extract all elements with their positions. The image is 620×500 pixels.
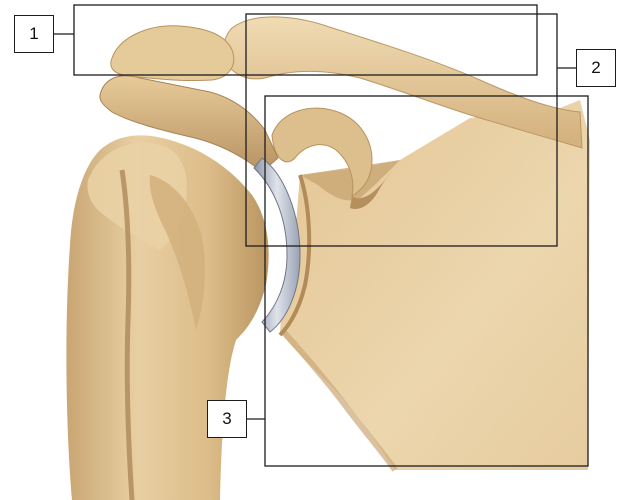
label-2: 2 — [576, 49, 616, 87]
scapula-shape — [280, 100, 590, 470]
label-3: 3 — [207, 400, 247, 438]
label-1: 1 — [14, 15, 54, 53]
clavicle-acromial-end — [111, 26, 234, 81]
